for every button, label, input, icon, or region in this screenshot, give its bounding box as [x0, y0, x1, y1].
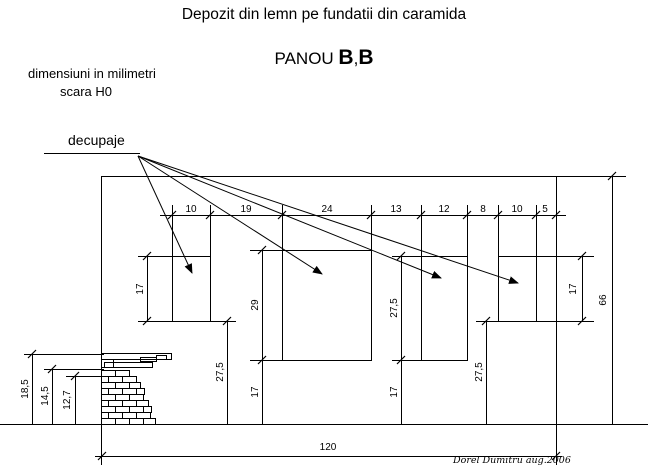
panel-title: PANOU B,B — [0, 46, 648, 70]
author-signature: Dorel Dumitru aug.2006 — [453, 455, 571, 466]
dim-top-8: 5 — [542, 204, 548, 215]
dim-top-1: 10 — [185, 204, 197, 215]
door-cutout — [282, 250, 372, 361]
dim-foundation-2: 14,5 — [40, 386, 51, 406]
units-note: dimensiuni in milimetri — [28, 66, 156, 81]
dim-top-3: 24 — [321, 204, 333, 215]
dim-top-4: 13 — [390, 204, 402, 215]
cutout-arrows — [137, 155, 519, 284]
scale-note: scara H0 — [60, 84, 113, 99]
window-cutout-2 — [421, 256, 468, 361]
dim-window4-height: 17 — [568, 283, 579, 295]
dim-window2-height: 27,5 — [389, 298, 400, 318]
panel-letter-1: B — [338, 46, 354, 69]
dim-total-width: 120 — [320, 442, 337, 453]
dim-top-7: 10 — [511, 204, 523, 215]
brick-foundation — [101, 370, 156, 425]
dim-top-6: 8 — [480, 204, 486, 215]
dim-foundation-3: 12,7 — [62, 390, 73, 410]
dim-foundation-1: 18,5 — [20, 379, 31, 399]
panel-letter-2: B — [358, 46, 374, 69]
dim-top-5: 12 — [438, 204, 450, 215]
top-dimension-ticks — [172, 205, 557, 266]
window-cutout-1 — [172, 256, 211, 322]
cutouts-label: decupaje — [68, 132, 125, 148]
panel-prefix: PANOU — [274, 49, 339, 68]
dim-door-height: 29 — [250, 299, 261, 311]
panel-separator: , — [353, 49, 359, 68]
drawing-title: Depozit din lemn pe fundatii din caramid… — [181, 6, 467, 23]
dim-window3-sill: 27,5 — [474, 362, 485, 382]
dim-window1-sill: 27,5 — [215, 362, 226, 382]
dim-window2-sill: 17 — [389, 386, 400, 398]
dim-total-height: 66 — [598, 294, 609, 306]
dim-top-2: 19 — [240, 204, 252, 215]
foundation-beam — [101, 353, 172, 368]
foundation-dims — [24, 354, 104, 424]
top-dimension-labels: 10 19 24 13 12 8 10 5 — [185, 204, 548, 215]
window-cutout-3 — [498, 256, 537, 322]
panel-outline — [101, 176, 557, 425]
dimension-slash-ticks — [27, 171, 617, 461]
dim-door-sill: 17 — [250, 386, 261, 398]
dim-window1-height: 17 — [135, 283, 146, 295]
